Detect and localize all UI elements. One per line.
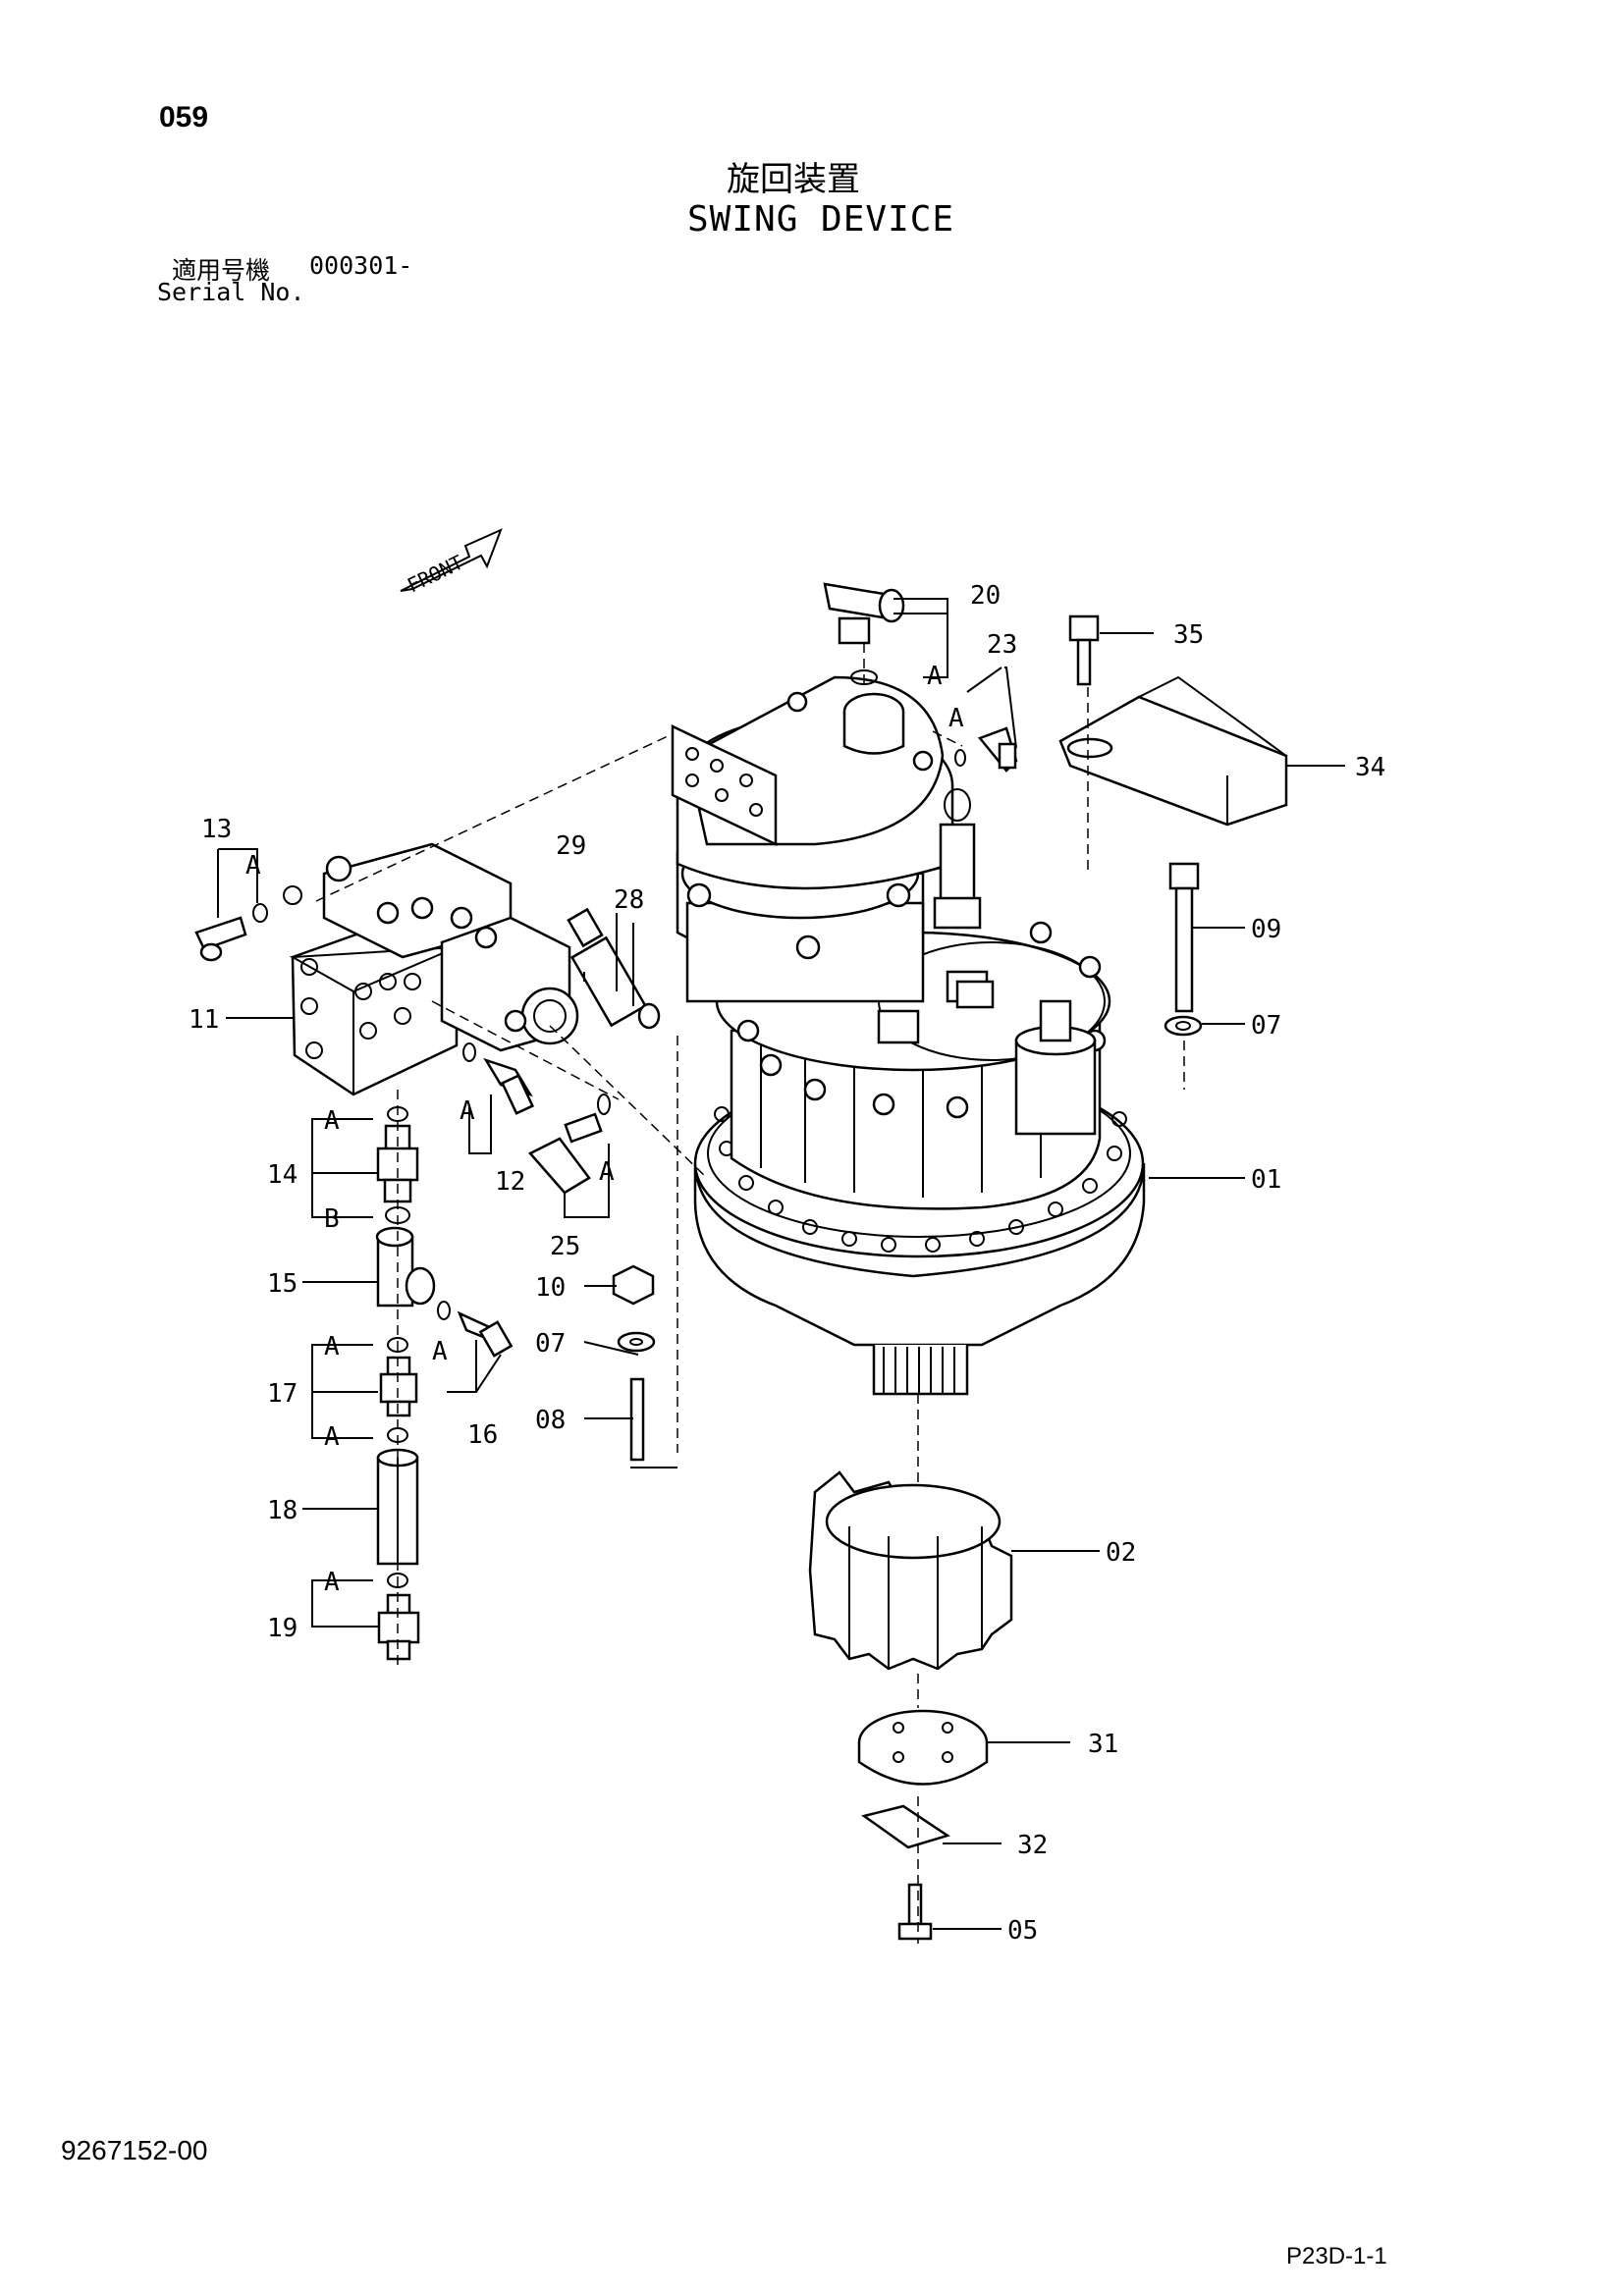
callout-15: 15 (267, 1269, 298, 1299)
callout-20: 20 (970, 581, 1001, 611)
callout-12: 12 (495, 1167, 525, 1197)
serial-label-jp: 適用号機 (172, 256, 271, 285)
part-fittings (194, 582, 1288, 1941)
callout-02: 02 (1106, 1538, 1136, 1568)
callout-16: 16 (467, 1420, 498, 1450)
callout-18: 18 (267, 1496, 298, 1525)
callout-07: 07 (1251, 1011, 1281, 1041)
front-label: FRONT (404, 551, 467, 598)
callout-14: 14 (267, 1160, 298, 1190)
relief-valve-block (289, 842, 579, 1096)
callout-09: 09 (1251, 915, 1281, 944)
callout-11: 11 (189, 1005, 219, 1035)
page-code: P23D-1-1 (1286, 2243, 1387, 2269)
seal-label: A (324, 1106, 340, 1136)
callout-31: 31 (1088, 1730, 1118, 1759)
callout-35: 35 (1173, 620, 1204, 650)
page-title: SWING DEVICE (687, 199, 955, 240)
callout-28: 28 (614, 885, 644, 915)
document-number: 9267152-00 (61, 2135, 208, 2165)
seal-label: A (324, 1332, 340, 1362)
callout-05: 05 (1007, 1916, 1038, 1946)
callout-01: 01 (1251, 1165, 1281, 1195)
seal-label: A (948, 704, 964, 733)
callout-23: 23 (987, 630, 1017, 660)
seal-label: A (324, 1568, 340, 1597)
callout-17: 17 (267, 1379, 298, 1409)
page-number: 059 (159, 101, 209, 133)
callout-25: 25 (550, 1232, 580, 1261)
callout-32: 32 (1017, 1831, 1048, 1860)
serial-range: 000301- (309, 251, 413, 280)
callout-19: 19 (267, 1614, 298, 1643)
seal-label: A (432, 1337, 448, 1366)
seal-label: A (324, 1422, 340, 1452)
callout-34: 34 (1355, 753, 1385, 782)
serial-label: Serial No. (157, 278, 305, 306)
front-arrow-icon: FRONT (400, 528, 503, 598)
seal-label: A (927, 662, 943, 691)
callout-08: 08 (535, 1406, 566, 1435)
seal-label: A (245, 851, 261, 881)
callout-13: 13 (201, 815, 232, 844)
callout-labels: 01 02 05 07 07 08 09 10 11 12 13 14 15 1… (189, 581, 1385, 1946)
page-title-jp: 旋回装置 (727, 160, 860, 199)
assembly-dashed-lines (315, 643, 1185, 1944)
seal-label: A (599, 1157, 615, 1187)
seal-label: A (460, 1096, 475, 1126)
callout-07: 07 (535, 1329, 566, 1359)
callout-10: 10 (535, 1273, 566, 1303)
seal-label: B (324, 1204, 340, 1234)
leader-lines (217, 598, 1345, 1930)
callout-29: 29 (556, 831, 586, 861)
seal-reference-labels: A A A A A A A A A A A B A (245, 662, 964, 1597)
swing-motor-assembly (671, 675, 1146, 1396)
